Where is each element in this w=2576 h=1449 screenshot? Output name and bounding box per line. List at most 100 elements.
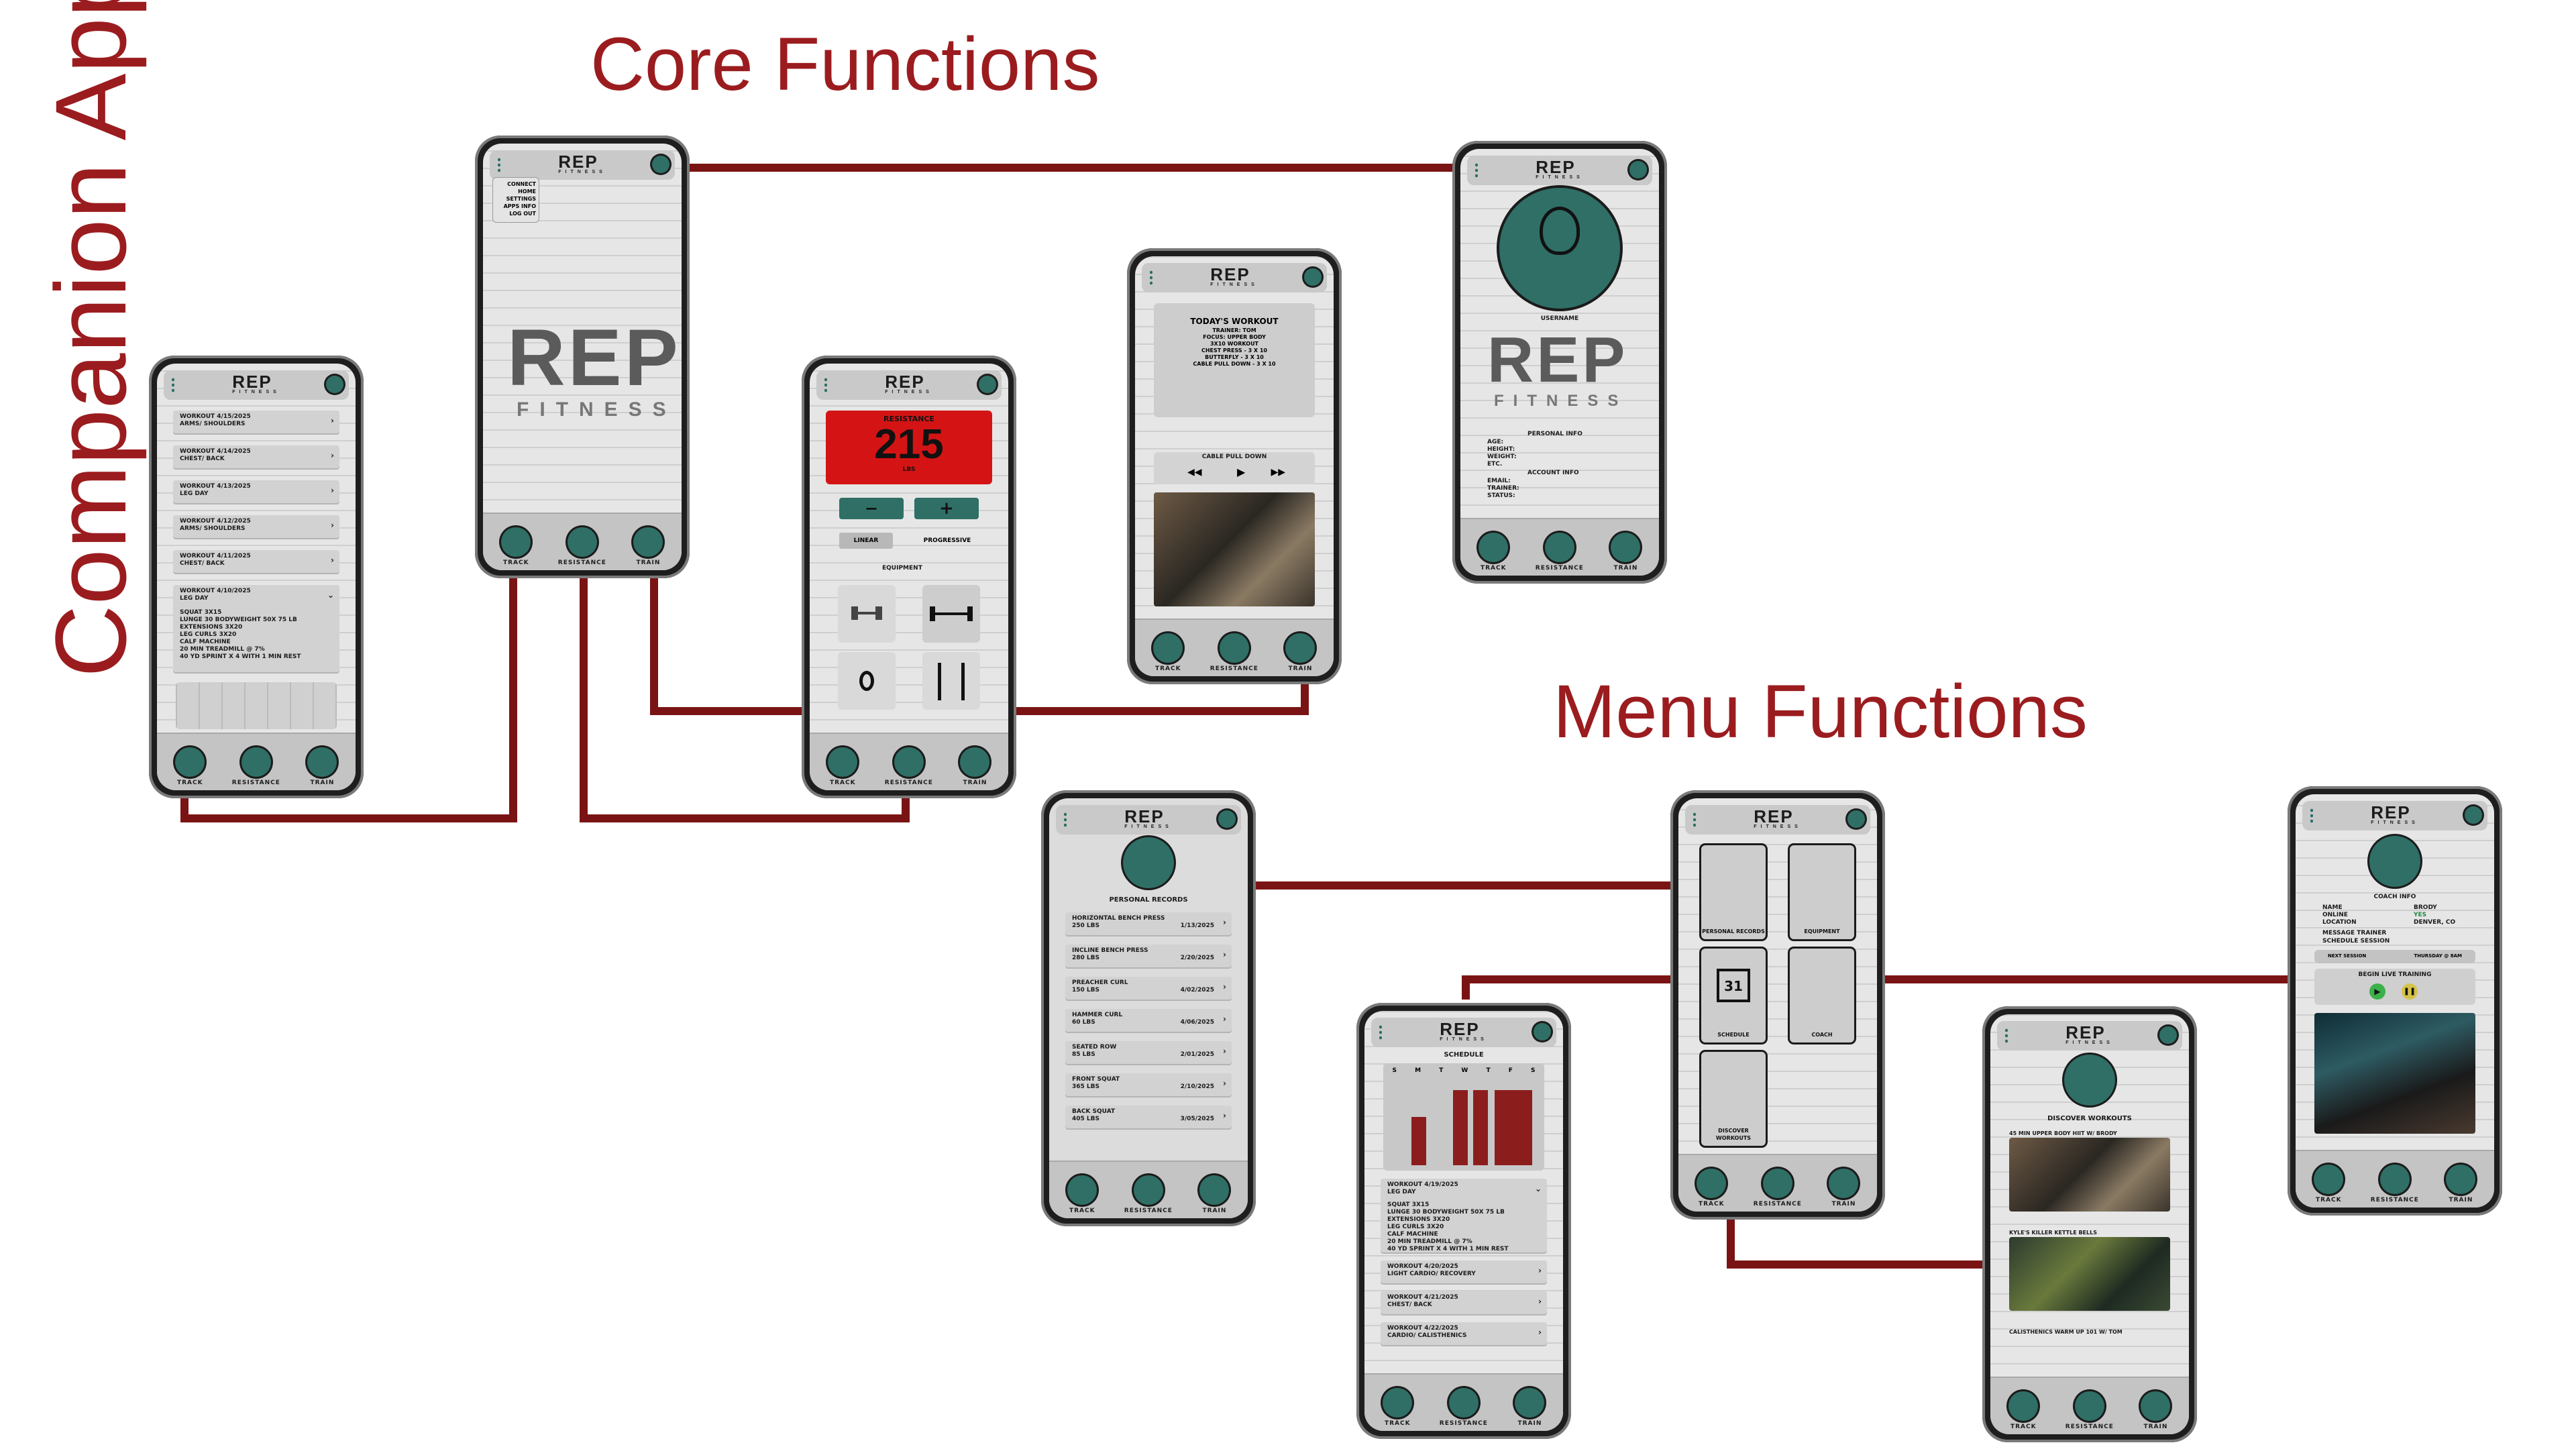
play-icon[interactable]: ▶ (1237, 466, 1245, 478)
nav-train[interactable]: TRAIN (289, 747, 356, 786)
menu-home[interactable]: HOME (496, 188, 536, 195)
menu-dots-icon[interactable] (1064, 812, 1067, 828)
scheduled-block[interactable] (1411, 1117, 1426, 1165)
nav-track[interactable]: TRACK (2296, 1165, 2362, 1203)
equip-barbell[interactable] (922, 585, 980, 643)
equip-dumbbell[interactable] (838, 585, 896, 643)
equip-cable-handle[interactable] (838, 652, 896, 710)
begin-live-training[interactable]: BEGIN LIVE TRAINING (2314, 971, 2475, 979)
scheduled-block[interactable] (1495, 1090, 1532, 1165)
nav-resistance[interactable]: RESISTANCE (223, 747, 290, 786)
menu-dots-icon[interactable] (1379, 1024, 1382, 1040)
nav-resistance[interactable]: RESISTANCE (1527, 533, 1593, 572)
profile-avatar-icon[interactable] (652, 156, 669, 173)
equip-rope[interactable] (922, 652, 980, 710)
nav-train[interactable]: TRAIN (942, 747, 1008, 786)
scheduled-block[interactable] (1453, 1090, 1468, 1165)
nav-train[interactable]: TRAIN (2428, 1165, 2494, 1203)
mini-calendar[interactable] (176, 682, 337, 729)
user-avatar[interactable] (1499, 188, 1620, 309)
profile-avatar-icon[interactable] (2465, 806, 2482, 824)
nav-track[interactable]: TRACK (1049, 1175, 1116, 1214)
nav-resistance[interactable]: RESISTANCE (1201, 633, 1268, 672)
workout-thumbnail[interactable] (2009, 1237, 2170, 1311)
menu-dots-icon[interactable] (172, 377, 174, 393)
menu-log-out[interactable]: LOG OUT (496, 210, 536, 217)
progressive-toggle[interactable]: PROGRESSIVE (910, 533, 984, 549)
nav-train[interactable]: TRAIN (1267, 633, 1334, 672)
profile-avatar-icon[interactable] (1304, 268, 1322, 286)
message-trainer-link[interactable]: MESSAGE TRAINER (2322, 930, 2386, 937)
decrease-button[interactable]: − (839, 498, 904, 519)
menu-dots-icon[interactable] (2005, 1028, 2008, 1044)
nav-train[interactable]: TRAIN (1181, 1175, 1248, 1214)
pause-button[interactable]: ❚❚ (2402, 983, 2418, 1000)
workout-thumbnail[interactable] (2009, 1138, 2170, 1212)
nav-resistance[interactable]: RESISTANCE (1431, 1388, 1497, 1427)
menu-dots-icon[interactable] (498, 157, 500, 173)
play-button[interactable]: ▶ (2369, 983, 2385, 1000)
menu-dots-icon[interactable] (824, 377, 827, 393)
tile-equipment[interactable]: EQUIPMENT (1790, 845, 1854, 939)
nav-resistance[interactable]: RESISTANCE (876, 747, 943, 786)
tile-personal-records[interactable]: PERSONAL RECORDS (1701, 845, 1766, 939)
nav-track[interactable]: TRACK (1460, 533, 1527, 572)
scheduled-block[interactable] (1473, 1090, 1488, 1165)
nav-resistance[interactable]: RESISTANCE (1745, 1169, 1811, 1208)
nav-train[interactable]: TRAIN (1811, 1169, 1877, 1208)
tile-schedule[interactable]: 31 SCHEDULE (1701, 949, 1766, 1042)
profile-avatar-icon[interactable] (979, 376, 996, 393)
profile-avatar-icon[interactable] (1218, 810, 1236, 828)
menu-dots-icon[interactable] (1693, 812, 1696, 828)
menu-dots-icon[interactable] (1150, 270, 1152, 286)
exercise-video[interactable] (1154, 492, 1315, 606)
tile-discover-workouts[interactable]: DISCOVER WORKOUTS (1701, 1052, 1766, 1146)
nav-train[interactable]: TRAIN (1593, 533, 1659, 572)
profile-avatar-icon[interactable] (1629, 161, 1647, 178)
rewind-icon[interactable]: ◀◀ (1187, 467, 1202, 478)
nav-resistance[interactable]: RESISTANCE (549, 527, 616, 566)
menu-connect[interactable]: CONNECT (496, 180, 536, 188)
increase-button[interactable]: + (914, 498, 979, 519)
nav-train[interactable]: TRAIN (1497, 1388, 1563, 1427)
nav-track[interactable]: TRACK (1678, 1169, 1745, 1208)
nav-track[interactable]: TRACK (810, 747, 876, 786)
nav-track[interactable]: TRACK (1364, 1388, 1431, 1427)
profile-avatar-icon[interactable] (1534, 1023, 1551, 1040)
tile-coach[interactable]: COACH (1790, 949, 1854, 1042)
menu-dots-icon[interactable] (2310, 808, 2313, 824)
menu-dots-icon[interactable] (1475, 162, 1478, 178)
linear-toggle[interactable]: LINEAR (839, 533, 893, 549)
nav-train[interactable]: TRAIN (615, 527, 682, 566)
menu-settings[interactable]: SETTINGS (496, 195, 536, 203)
nav-resistance[interactable]: RESISTANCE (2057, 1391, 2123, 1430)
nav-track[interactable]: TRACK (483, 527, 549, 566)
profile-avatar-icon[interactable] (326, 376, 343, 393)
nav-track[interactable]: TRACK (157, 747, 223, 786)
nav-train[interactable]: TRAIN (2123, 1391, 2189, 1430)
schedule-session-link[interactable]: SCHEDULE SESSION (2322, 938, 2390, 945)
profile-avatar-icon[interactable] (1847, 810, 1865, 828)
menu-apps-info[interactable]: APPS INFO (496, 203, 536, 210)
nav-track[interactable]: TRACK (1135, 633, 1201, 672)
nav-resistance[interactable]: RESISTANCE (2362, 1165, 2428, 1203)
nav-resistance[interactable]: RESISTANCE (1116, 1175, 1182, 1214)
